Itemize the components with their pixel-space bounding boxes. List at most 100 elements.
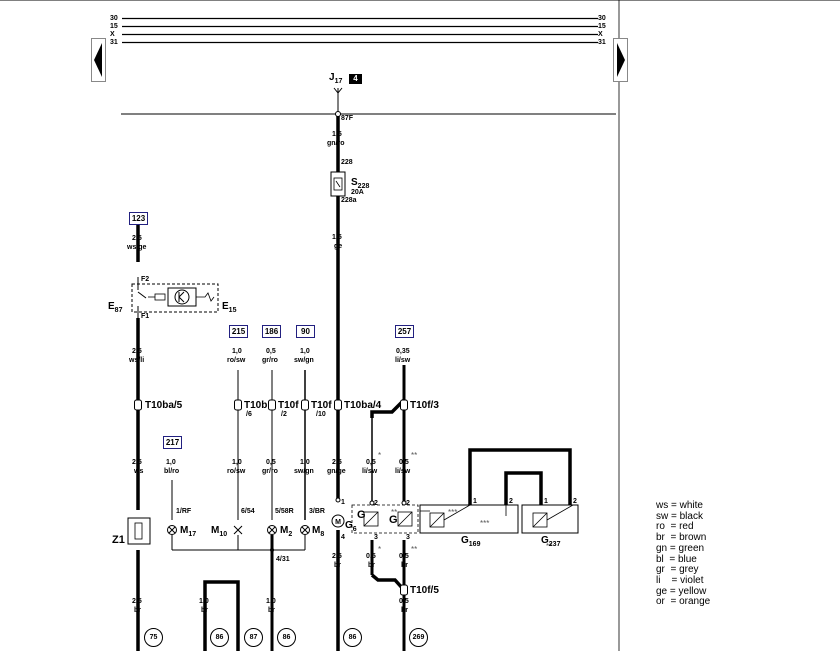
ref-box-215[interactable]: 215 [229, 325, 248, 338]
note-marker-2: ** [411, 451, 418, 460]
pin-5-58r: 5/58R [275, 508, 294, 515]
switch-e87-e15 [131, 277, 219, 318]
ground-point-86-b[interactable]: 86 [277, 628, 296, 647]
legend-entry: or = orange [656, 596, 711, 608]
rail-label-30-left: 30 [110, 15, 118, 22]
wire-z-top-color: ws [134, 468, 144, 475]
ref-box-217[interactable]: 217 [163, 436, 182, 449]
label-g-prime: G [389, 514, 398, 526]
wire-g-top-color: li/sw [362, 468, 378, 475]
pin-dots [335, 497, 407, 506]
wire-m2-bottom-size: 0,5 [266, 459, 276, 466]
wire-top-color: gn/ro [327, 140, 345, 147]
wire-86a-size: 1,0 [199, 598, 209, 605]
ground-point-86-a[interactable]: 86 [210, 628, 229, 647]
label-g6: G6 [345, 520, 357, 534]
pin-g169-2: 2 [509, 498, 513, 505]
connector-t10b: T10b [244, 400, 268, 411]
note-marker-4: ** [391, 508, 398, 517]
relay-box-number: 4 [349, 74, 362, 84]
wire-m17-color: bl/ro [164, 468, 180, 475]
note-marker-7: *** [480, 519, 490, 528]
wire-m2-top-size: 0,5 [266, 348, 276, 355]
legend-entry: ro = red [656, 521, 694, 533]
pin-4-31: 4/31 [276, 556, 290, 563]
fuse-pin-top: 228 [341, 159, 353, 166]
ref-box-186[interactable]: 186 [262, 325, 281, 338]
legend-entry: ge = yellow [656, 585, 707, 597]
rail-label-15-right: 15 [598, 23, 606, 30]
note-marker-8: ** [546, 542, 553, 551]
wire-fuse-out-size: 1,5 [332, 234, 342, 241]
wire-g6-top-color: gn/ge [327, 468, 346, 475]
connector-symbols [134, 399, 408, 596]
connector-t10f-10: T10f [311, 400, 332, 411]
label-m2: M2 [280, 525, 293, 539]
ground-point-75[interactable]: 75 [144, 628, 163, 647]
label-e15: E15 [222, 301, 237, 315]
ref-box-123[interactable]: 123 [129, 212, 148, 225]
label-m8: M8 [312, 525, 325, 539]
legend-entry: gr = grey [656, 564, 699, 576]
wire-m2-bottom-color: gr/ro [262, 468, 278, 475]
wire-g-bottom-size: 0,5 [366, 553, 376, 560]
wire-m8-bottom-size: 1,0 [300, 459, 310, 466]
wire-gp-bottom2-size: 0,5 [399, 598, 409, 605]
ground-point-269[interactable]: 269 [409, 628, 428, 647]
relay-label: J17 [329, 72, 343, 86]
legend-entry: ws = white [656, 500, 703, 511]
pin-g6-4: 4 [341, 534, 345, 541]
ref-box-90[interactable]: 90 [296, 325, 315, 338]
power-rails [122, 17, 598, 44]
note-marker-6: ** [411, 545, 418, 554]
label-z1: Z1 [112, 534, 125, 546]
connector-t10ba-5: T10ba/5 [145, 400, 183, 411]
rail-label-31-left: 31 [110, 39, 118, 46]
bulb-m2 [267, 525, 277, 535]
connector-t10f-3: T10f/3 [410, 400, 439, 411]
pin-g237-1: 1 [544, 498, 548, 505]
wire-fuse-out-color: ge [334, 243, 343, 250]
fuse-s228 [330, 171, 346, 197]
wire-gp-top2-color: li/sw [395, 468, 411, 475]
wire-z-bottom-color: br [134, 607, 141, 614]
label-e87: E87 [108, 301, 123, 315]
legend-entry: br = brown [656, 532, 707, 544]
wire-m10-bottom-size: 1,0 [232, 459, 242, 466]
label-g237: G237 [541, 535, 561, 549]
wire-m10-bottom-color: ro/sw [227, 468, 246, 475]
ref-box-257[interactable]: 257 [395, 325, 414, 338]
wire-gp-top1-color: li/sw [395, 357, 411, 364]
pin-1-rf: 1/RF [176, 508, 192, 515]
arrow-left-icon [94, 43, 102, 77]
ground-point-86-c[interactable]: 86 [343, 628, 362, 647]
sender-g169 [419, 504, 519, 534]
wire-gp-top1-size: 0,35 [396, 348, 410, 355]
previous-page-button[interactable] [91, 38, 106, 82]
wire-gp-bottom1-size: 0,5 [399, 553, 409, 560]
wire-e-top-color: ws/ge [127, 244, 147, 251]
wire-86b-color: br [268, 607, 275, 614]
pin-f2: F2 [141, 276, 150, 283]
note-marker-5: * [378, 545, 382, 554]
wire-m10-top-size: 1,0 [232, 348, 242, 355]
wire-z-bottom-size: 2,5 [132, 598, 142, 605]
relay-pin-87f: 87F [341, 115, 354, 122]
ground-point-87[interactable]: 87 [244, 628, 263, 647]
sender-g237 [521, 504, 579, 534]
fuse-label: S228 [351, 177, 370, 191]
pin-gp-2: 2 [406, 500, 410, 507]
pin-g-2: 2 [374, 500, 378, 507]
rail-label-15-left: 15 [110, 23, 118, 30]
label-m17: M17 [180, 525, 197, 539]
connector-t10b-pin: /6 [246, 411, 252, 418]
label-m10: M10 [211, 525, 228, 539]
sender-g-prime [397, 511, 413, 527]
pin-6-54: 6/54 [241, 508, 255, 515]
wire-gp-top2-size: 0,5 [399, 459, 409, 466]
wire-g-bottom-color: br [368, 562, 375, 569]
arrow-right-icon [617, 43, 625, 77]
next-page-button[interactable] [613, 38, 628, 82]
connector-t10f-5: T10f/5 [410, 585, 439, 596]
wire-gp-bottom2-color: br [401, 607, 408, 614]
